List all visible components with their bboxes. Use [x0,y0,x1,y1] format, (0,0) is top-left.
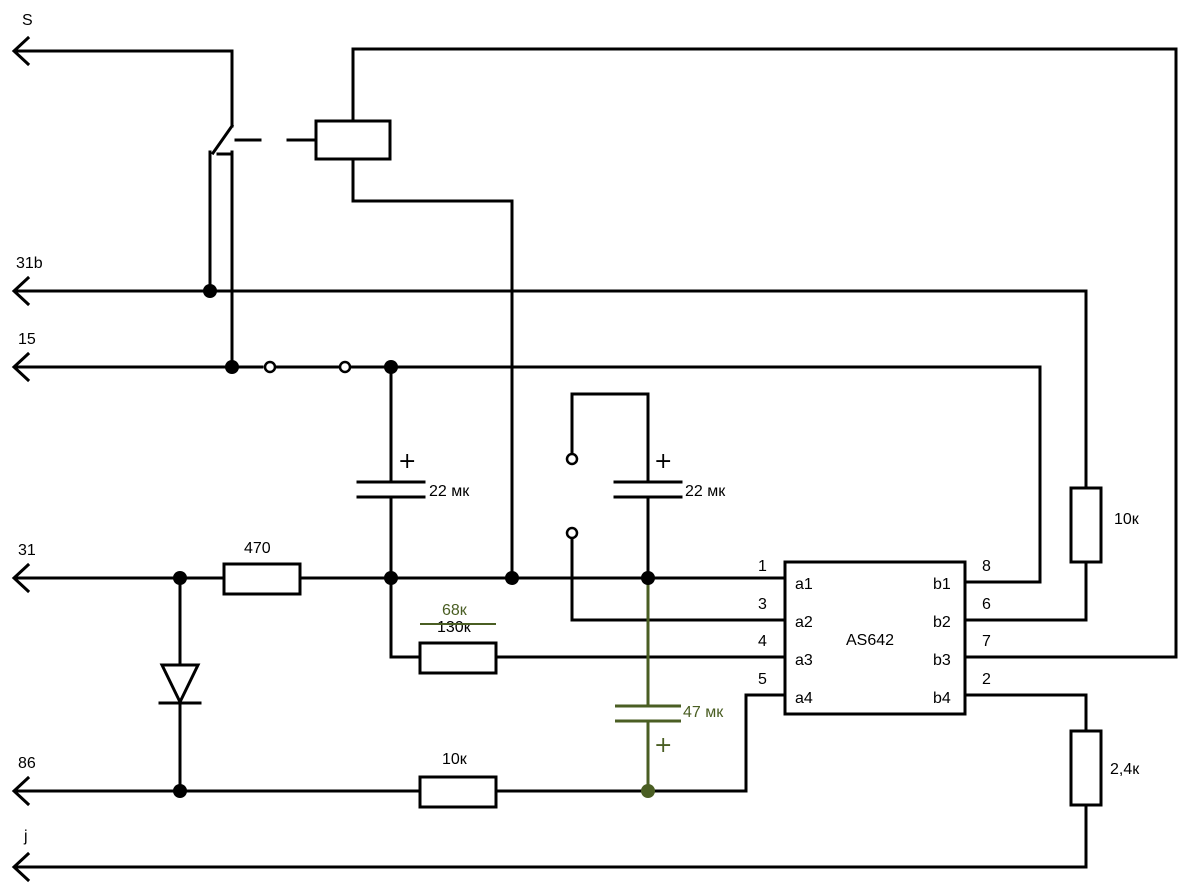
terminal-s-label: S [22,12,33,29]
junction-dots [173,284,655,798]
terminal-86-label: 86 [18,755,36,772]
terminal-31b-arrow [11,275,1088,307]
open-contact-right [338,360,352,374]
chip-pin-number: 7 [982,633,991,650]
chip-pin-number: 2 [982,671,991,688]
chip-pin-name: a2 [795,614,813,631]
junction-dot [384,360,398,374]
terminal-15-arrow [11,351,264,383]
junction-dot [225,360,239,374]
resistor-470-label: 470 [244,540,271,557]
jumper-contact-bottom [565,526,579,540]
chip-pin-name: a1 [795,576,813,593]
junction-dot [173,784,187,798]
capacitor-22u-left-plus: + [398,449,416,474]
junction-dot [173,571,187,585]
chip-pin-name: b2 [933,614,951,631]
terminal-j-label: j [23,828,28,845]
chip-pin-number: 3 [758,596,767,613]
jumper-contacts [565,392,787,622]
relay-switch [208,49,318,369]
capacitor-47u [615,578,681,791]
terminal-s-arrow [11,35,234,67]
junction-dot [384,571,398,585]
chip-pin-name: b1 [933,576,951,593]
chip-pin-number: 1 [758,558,767,575]
chip-pin-number: 5 [758,671,767,688]
resistor-130k-label: 130к [437,619,472,636]
line-31b-wiring [963,289,1088,622]
chip-pin-name: b3 [933,652,951,669]
capacitor-22u-right-plus: + [654,449,672,474]
capacitor-47u-label: 47 мк [683,704,724,721]
capacitor-22u-left [356,365,426,580]
terminal-j-arrow [11,851,1088,883]
relay-coil [314,47,1178,659]
chip-pin-name: b4 [933,690,951,707]
terminal-86-arrow [11,775,422,807]
capacitor-22u-left-label: 22 мк [429,483,470,500]
resistor-130k-wiring [389,576,787,659]
junction-dot-green [641,784,655,798]
chip-pin-number: 8 [982,558,991,575]
line-15-wiring [263,360,1042,584]
line-86-wiring [494,693,787,793]
junction-dot [203,284,217,298]
terminal-15-label: 15 [18,331,36,348]
terminal-31b-label: 31b [16,255,43,272]
resistor-470 [222,562,302,596]
resistor-130k [418,641,498,675]
terminal-31-label: 31 [18,542,36,559]
resistor-10k-right [1069,486,1103,564]
resistor-10k-bottom-label: 10к [442,751,468,768]
capacitor-22u-right-label: 22 мк [685,483,726,500]
terminal-31-arrow [11,562,226,594]
resistor-2-4k [1069,729,1103,807]
junction-dot [505,571,519,585]
chip-pin-number: 4 [758,633,767,650]
chip-pin-name: a3 [795,652,813,669]
line-j-wiring [963,693,1088,869]
chip-pin-name: a4 [795,690,813,707]
diode [158,576,202,793]
capacitor-22u-right [570,392,683,580]
resistor-10k-bottom [418,775,498,809]
open-contact-left [263,360,277,374]
resistor-2-4k-label: 2,4к [1110,761,1140,778]
resistor-10k-right-label: 10к [1114,511,1140,528]
chip-pin-number: 6 [982,596,991,613]
resistor-130k-replacement-label: 68к [442,602,468,619]
chip-as642 [783,560,967,716]
capacitor-47u-plus: + [654,733,672,758]
jumper-contact-top [565,452,579,466]
chip-name-label: AS642 [846,632,894,649]
junction-dot [641,571,655,585]
